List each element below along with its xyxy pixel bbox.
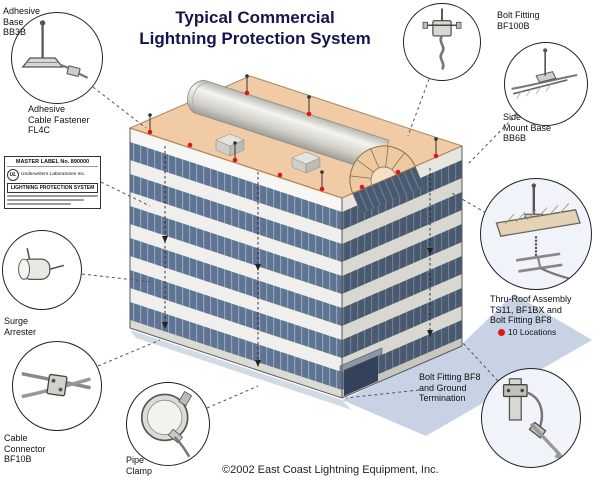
label-cable-connector: Cable Connector BF10B [4, 433, 46, 465]
strike-point-dots [147, 90, 439, 192]
title-line1: Typical Commercial [175, 8, 335, 27]
leader-lines [81, 78, 518, 409]
adhesive-base-icon [21, 20, 89, 79]
building-entrance [339, 347, 383, 396]
label-side-mount-base: Side Mount Base BB6B [503, 112, 552, 144]
building-edges [129, 128, 463, 399]
locations-legend: 10 Locations [498, 327, 556, 337]
red-dot-legend [498, 328, 505, 336]
surge-arrester-icon [18, 247, 65, 280]
building-front-facade [130, 128, 342, 398]
arched-window [349, 145, 425, 214]
copyright-text: ©2002 East Coast Lightning Equipment, In… [222, 464, 439, 476]
label-adhesive-cable-fastener: Adhesive Cable Fastener FL4C [28, 104, 90, 136]
ul-logo: UL [7, 169, 19, 181]
label-bolt-fitting-bf100b: Bolt Fitting BF100B [497, 10, 540, 31]
page-title: Typical Commercial Lightning Protection … [115, 7, 395, 50]
callout-bolt-fitting-bf100b [403, 3, 481, 81]
label-pipe-clamp: Pipe Clamp [126, 455, 153, 476]
thru-roof-assembly-icon [495, 183, 581, 282]
barrel-vault-roof [187, 79, 390, 174]
callout-adhesive-base [11, 12, 103, 104]
label-ground-termination: Bolt Fitting BF8 and Ground Termination [419, 372, 481, 404]
callout-side-mount-base [504, 42, 588, 126]
bolt-fitting-bf100b-icon [422, 8, 462, 71]
air-terminal [148, 74, 438, 188]
illegible-text-line [7, 199, 85, 201]
ul-master-label: MASTER LABEL No. 890000 UL Underwriters … [4, 156, 101, 209]
callout-surge-arrester [2, 230, 82, 310]
cable-connector-icon [21, 371, 91, 399]
pipe-clamp-icon [140, 390, 193, 458]
illegible-text-line [7, 203, 71, 205]
locations-legend-text: 10 Locations [508, 327, 557, 337]
ground-termination-icon [502, 378, 569, 462]
building-shadow [130, 294, 592, 436]
callout-ground-termination [481, 368, 581, 468]
callout-thru-roof-assembly [480, 178, 592, 290]
label-adhesive-base: Adhesive Base BB3B [3, 6, 41, 38]
title-line2: Lightning Protection System [139, 29, 371, 49]
label-thru-roof-assembly: Thru-Roof Assembly TS11, BF1BX and Bolt … [490, 294, 572, 326]
side-mount-base-icon [511, 48, 578, 99]
callout-pipe-clamp [126, 382, 210, 466]
master-label-title: MASTER LABEL No. 890000 [7, 159, 98, 167]
callout-cable-connector [12, 341, 102, 431]
label-surge-arrester: Surge Arrester [4, 316, 37, 337]
master-label-system: LIGHTNING PROTECTION SYSTEM [7, 183, 98, 193]
rooftop-unit [215, 133, 321, 174]
downlead-lines [162, 146, 433, 367]
ul-org-name: Underwriters Laboratories Inc. [21, 172, 86, 178]
illegible-text-line [7, 195, 98, 197]
